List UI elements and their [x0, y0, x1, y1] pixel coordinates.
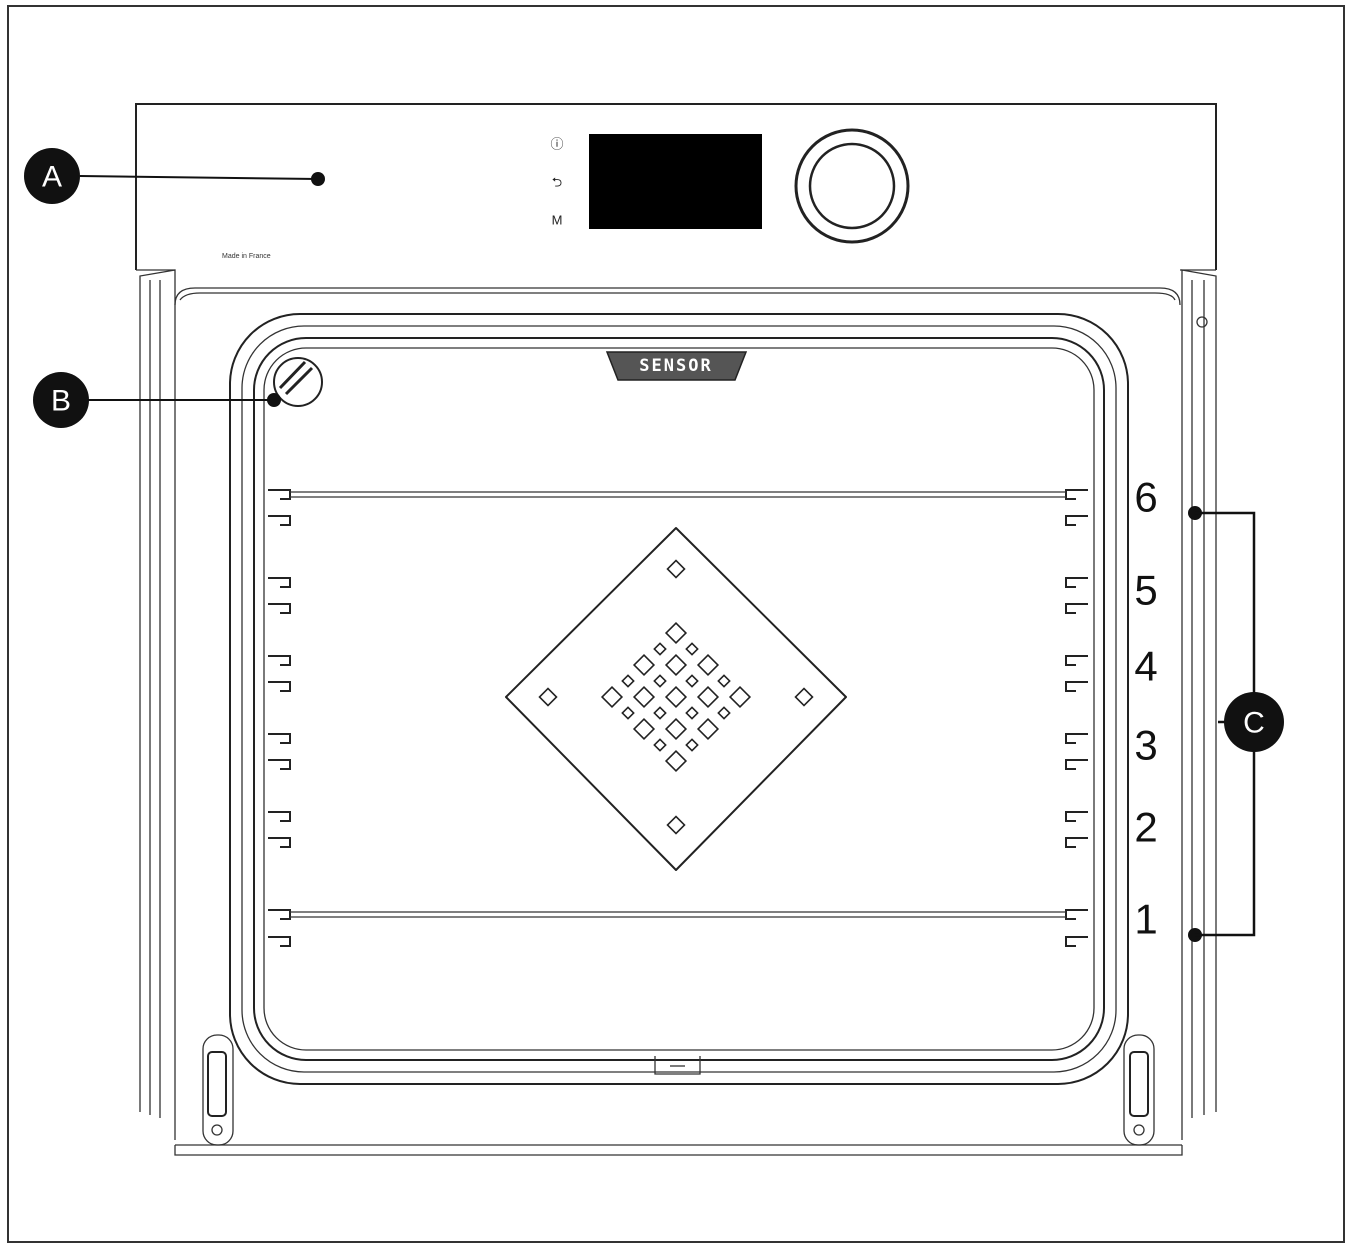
fan-cover-icon	[505, 527, 847, 871]
oven-cavity	[229, 313, 1129, 1085]
oven-frame	[139, 269, 1217, 1156]
level-number: 3	[1134, 722, 1157, 769]
rack-support	[268, 489, 1088, 526]
fan-vent	[664, 653, 688, 677]
temperature-probe-icon	[273, 357, 323, 407]
callout-a: A	[24, 148, 325, 204]
fan-vent	[664, 621, 688, 645]
fan-vent	[685, 738, 699, 752]
control-knob-icon[interactable]	[794, 128, 910, 244]
fan-vent	[685, 642, 699, 656]
rack-levels	[268, 489, 1088, 947]
fan-vent	[621, 706, 635, 720]
display-screen	[589, 134, 762, 229]
fan-vent	[794, 687, 814, 707]
sensor-label: SENSOR	[639, 356, 712, 376]
fan-vent	[632, 685, 656, 709]
callout-a-label: A	[42, 161, 62, 194]
fan-vent	[666, 559, 686, 579]
fan-vent	[653, 642, 667, 656]
rack-support	[268, 733, 1088, 770]
right-hinge	[1123, 1034, 1155, 1146]
info-icon[interactable]: ⓘ	[550, 137, 563, 152]
fan-vent	[696, 717, 720, 741]
level-number: 4	[1134, 643, 1157, 690]
rack-support	[268, 811, 1088, 848]
left-hinge	[202, 1034, 234, 1146]
figure-border	[7, 5, 1345, 1243]
fan-vent	[685, 674, 699, 688]
fan-vent	[632, 717, 656, 741]
fan-vent	[685, 706, 699, 720]
fan-vent	[653, 706, 667, 720]
control-panel: Made in France ⓘ ⮌ M	[135, 103, 1217, 271]
sensor-badge: SENSOR	[605, 351, 748, 381]
callout-b: B	[33, 372, 281, 428]
brand-label: Made in France	[222, 253, 271, 260]
fan-vent	[632, 653, 656, 677]
fan-vent	[717, 674, 731, 688]
level-numbers: 6 5 4 3 2 1	[1134, 474, 1157, 943]
rack-support	[268, 655, 1088, 692]
fan-vent	[696, 685, 720, 709]
fan-vent	[621, 674, 635, 688]
rack-support	[268, 909, 1088, 947]
callout-c: C	[1188, 506, 1284, 942]
fan-vent	[696, 653, 720, 677]
fan-vent	[664, 749, 688, 773]
fan-vent	[600, 685, 624, 709]
menu-icon[interactable]: M	[552, 213, 563, 228]
level-number: 6	[1134, 474, 1157, 521]
fan-vent	[664, 717, 688, 741]
back-icon[interactable]: ⮌	[552, 175, 562, 190]
fan-vent	[717, 706, 731, 720]
level-number: 5	[1134, 567, 1157, 614]
fan-vent	[653, 674, 667, 688]
callout-c-label: C	[1243, 707, 1265, 740]
rack-support	[268, 577, 1088, 614]
fan-vent	[728, 685, 752, 709]
fan-vent	[666, 815, 686, 835]
fan-vent	[664, 685, 688, 709]
level-number: 1	[1134, 896, 1157, 943]
callout-b-label: B	[51, 385, 71, 418]
level-number: 2	[1134, 804, 1157, 851]
fan-vent	[538, 687, 558, 707]
fan-vent	[653, 738, 667, 752]
